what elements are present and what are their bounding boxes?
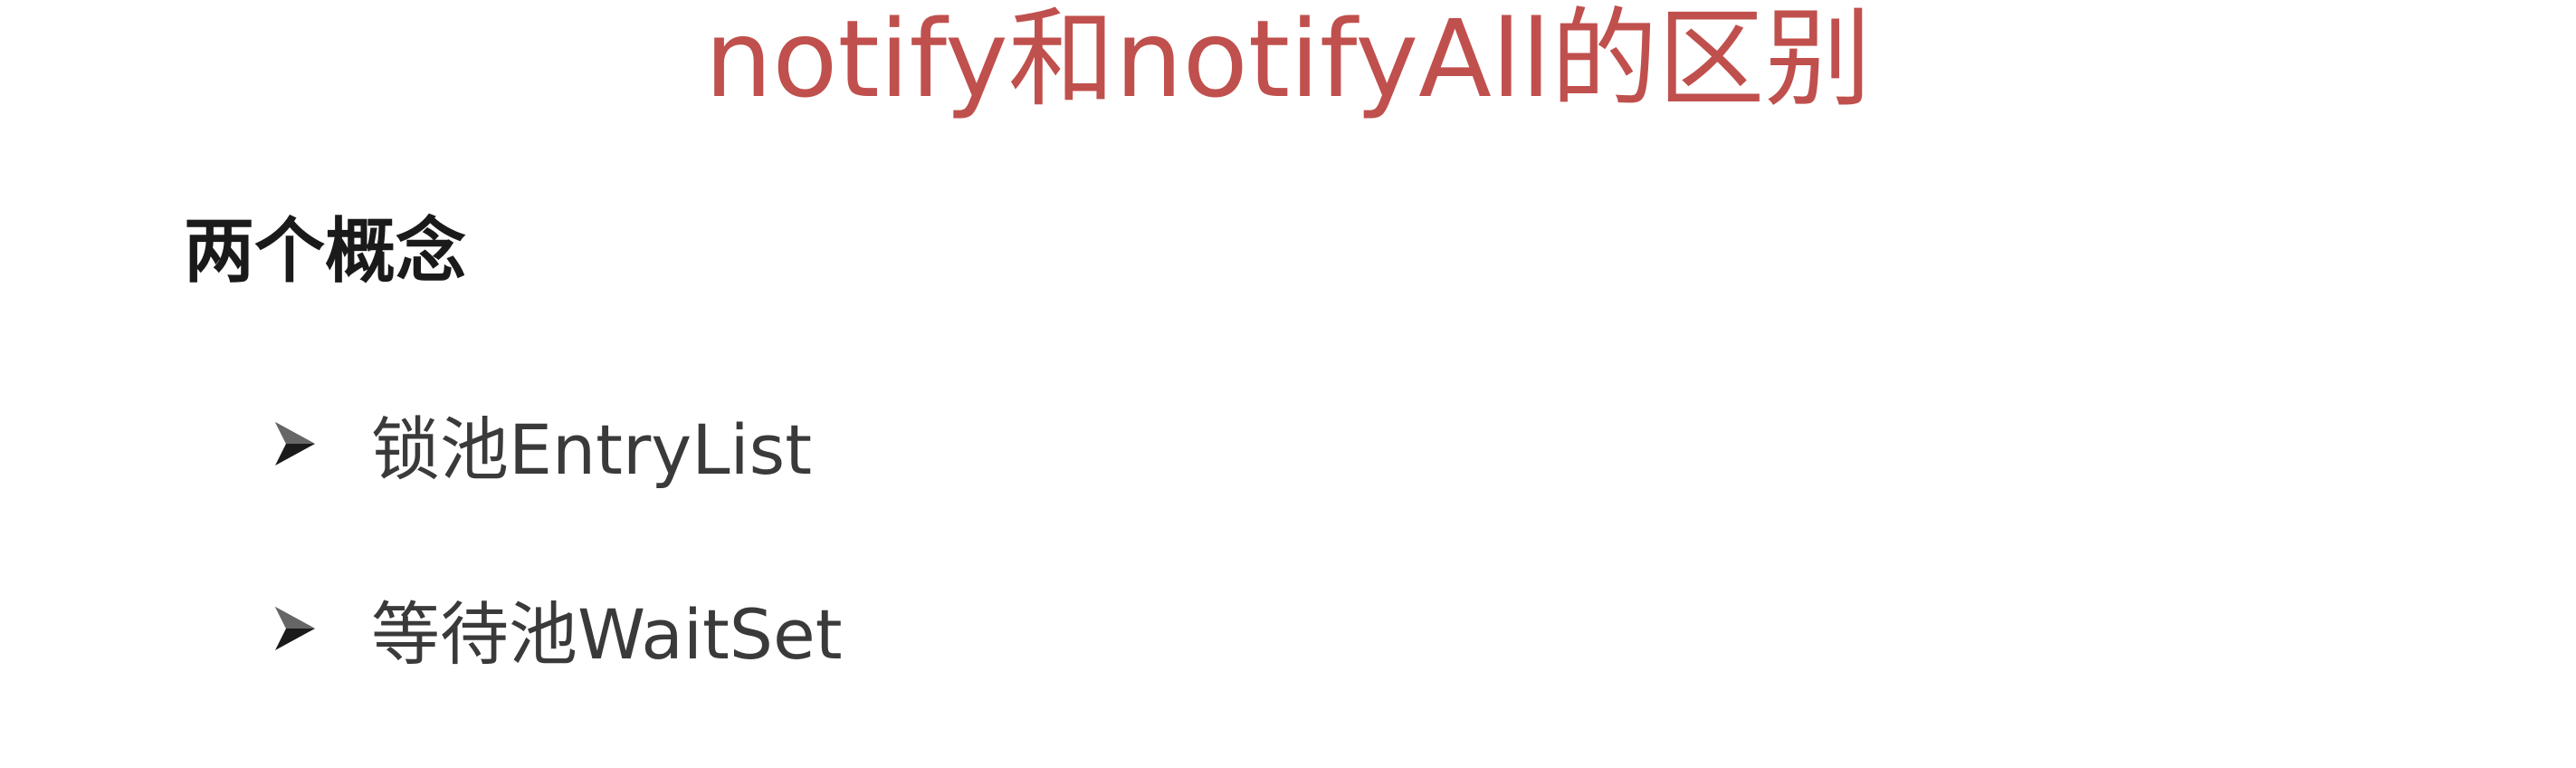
arrow-bullet-icon <box>272 601 319 656</box>
list-item-wait-set: 等待池WaitSet <box>272 583 843 675</box>
section-heading: 两个概念 <box>184 211 467 293</box>
arrow-bullet-icon <box>272 417 319 471</box>
list-item-label: 锁池EntryList <box>371 409 813 490</box>
slide-title: notify和notifyAll的区别 <box>704 0 1872 121</box>
concept-list: 锁池EntryList 等待池WaitSet <box>272 398 843 768</box>
list-item-label: 等待池WaitSet <box>371 594 843 675</box>
list-item-entry-list: 锁池EntryList <box>272 398 843 490</box>
